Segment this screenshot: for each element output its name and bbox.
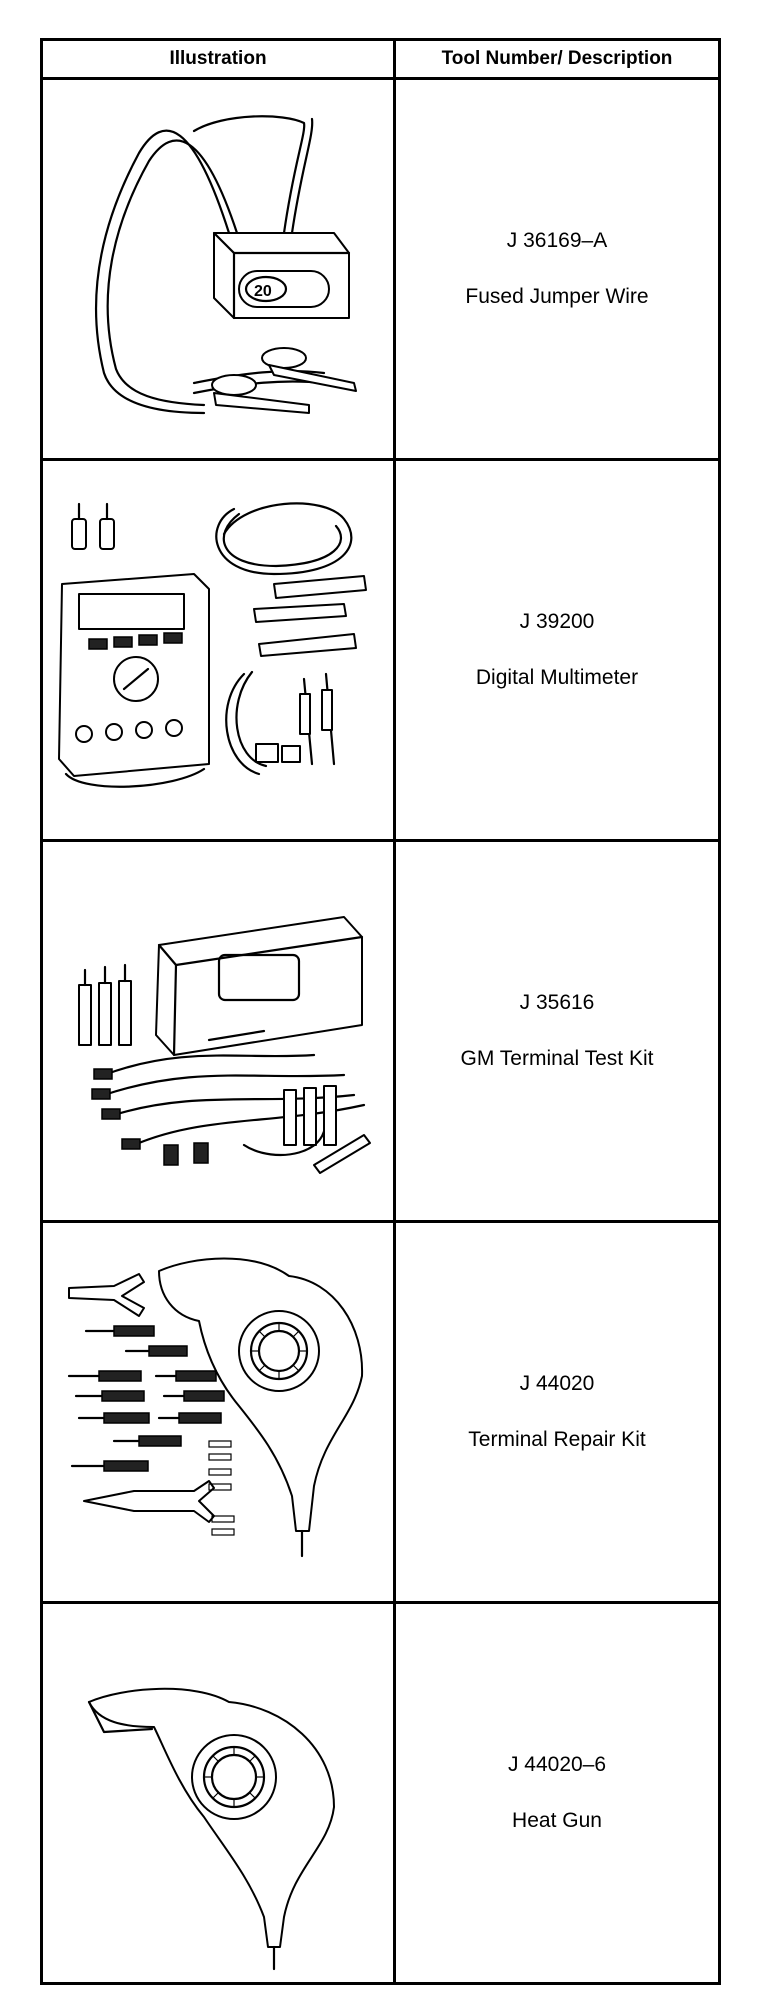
table-row: J 39200 Digital Multimeter bbox=[40, 458, 721, 842]
tool-description: Fused Jumper Wire bbox=[465, 285, 649, 308]
header-tool-number-description: Tool Number/ Description bbox=[393, 38, 721, 80]
tool-number: J 36169–A bbox=[506, 229, 608, 252]
table-row: J 35616 GM Terminal Test Kit bbox=[40, 839, 721, 1223]
table-row: J 44020–6 Heat Gun bbox=[40, 1601, 721, 1985]
tool-description: Heat Gun bbox=[512, 1809, 602, 1832]
illustration-cell bbox=[40, 458, 396, 842]
illustration-cell bbox=[40, 839, 396, 1223]
table-row: J 44020 Terminal Repair Kit bbox=[40, 1220, 721, 1604]
tool-number: J 39200 bbox=[519, 610, 595, 633]
illustration-cell: 20 bbox=[40, 77, 396, 461]
fuse-rating-label: 20 bbox=[254, 283, 272, 300]
header-illustration: Illustration bbox=[40, 38, 396, 80]
tool-number: J 35616 bbox=[519, 991, 595, 1014]
tool-table: Illustration Tool Number/ Description bbox=[40, 38, 721, 1985]
tool-number: J 44020–6 bbox=[507, 1753, 607, 1776]
terminal-test-kit-icon bbox=[78, 916, 371, 1174]
tool-description: Digital Multimeter bbox=[475, 666, 639, 689]
table-header-row: Illustration Tool Number/ Description bbox=[40, 38, 721, 80]
tool-description-cell: J 39200 Digital Multimeter bbox=[393, 458, 721, 842]
tool-description: GM Terminal Test Kit bbox=[460, 1047, 654, 1070]
tool-description-cell: J 36169–A Fused Jumper Wire bbox=[393, 77, 721, 461]
tool-description-cell: J 35616 GM Terminal Test Kit bbox=[393, 839, 721, 1223]
terminal-repair-kit-icon bbox=[67, 1257, 364, 1558]
fused-jumper-wire-icon: 20 bbox=[95, 115, 357, 415]
table-row: 20 J 36169–A Fused Jumper Wire bbox=[40, 77, 721, 461]
tool-description: Terminal Repair Kit bbox=[468, 1428, 646, 1451]
illustration-cell bbox=[40, 1220, 396, 1604]
tool-description-cell: J 44020–6 Heat Gun bbox=[393, 1601, 721, 1985]
tool-description-cell: J 44020 Terminal Repair Kit bbox=[393, 1220, 721, 1604]
digital-multimeter-icon bbox=[58, 502, 367, 788]
heat-gun-icon bbox=[87, 1687, 335, 1971]
illustration-cell bbox=[40, 1601, 396, 1985]
tool-number: J 44020 bbox=[519, 1372, 595, 1395]
